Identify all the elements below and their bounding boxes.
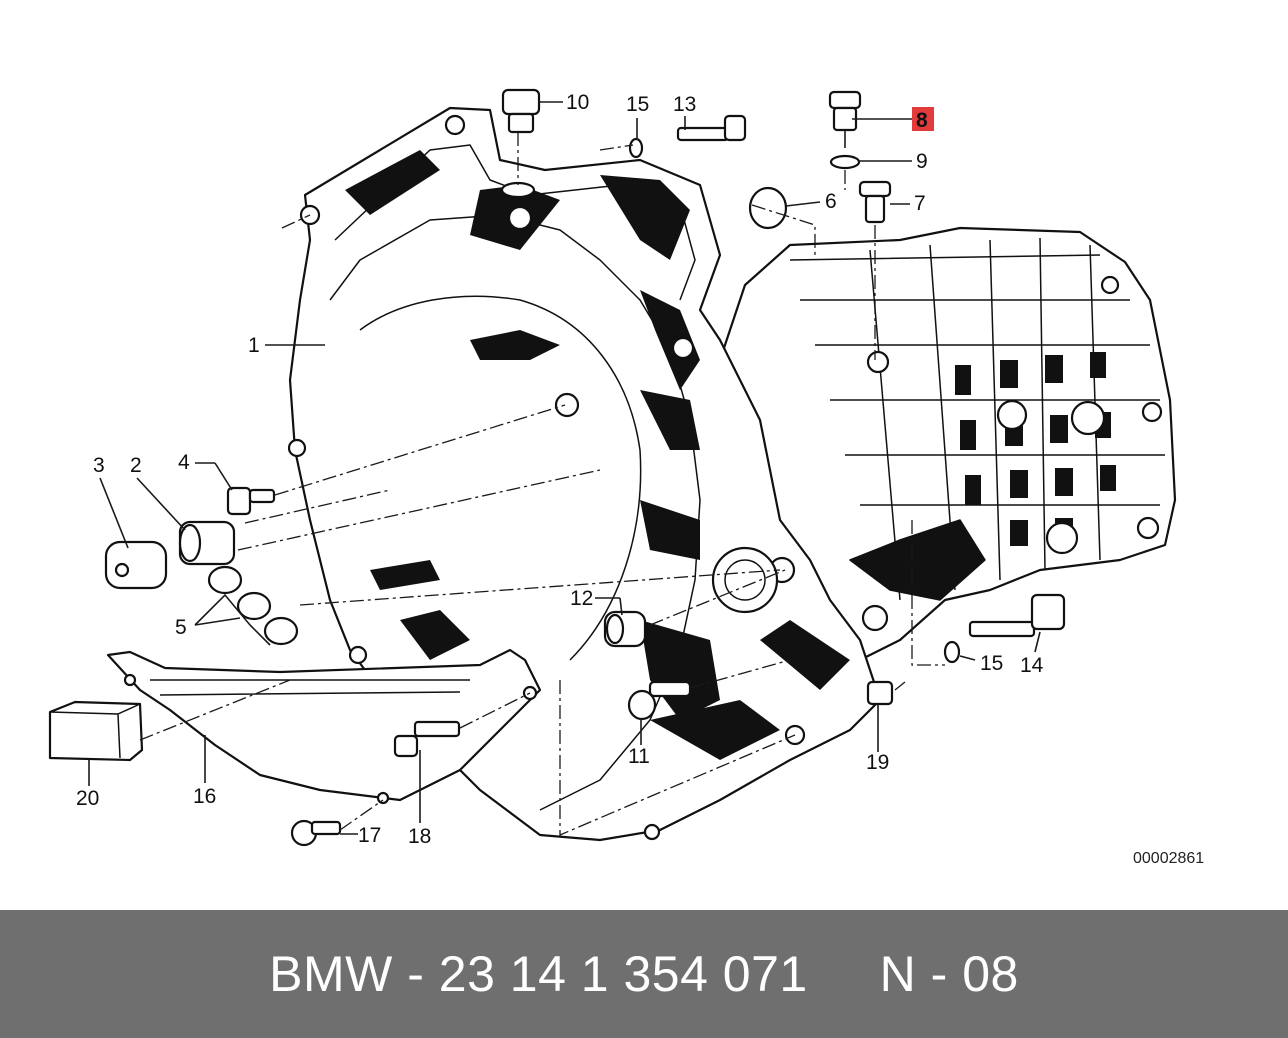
part-5-dowels (207, 565, 299, 646)
callout-4: 4 (178, 451, 190, 474)
callout-1: 1 (248, 334, 260, 357)
reference-number: 00002861 (1133, 850, 1204, 867)
part-number-text: BMW - 23 14 1 354 071 N - 08 (269, 946, 1019, 1002)
callout-20: 20 (76, 787, 99, 810)
callout-8: 8 (916, 109, 928, 132)
callout-14: 14 (1020, 654, 1044, 677)
callout-16: 16 (193, 785, 216, 808)
callout-5: 5 (175, 616, 187, 639)
part-14-bolt (943, 593, 1066, 664)
callout-8-highlight (912, 107, 934, 131)
transmission-exploded-diagram: 1 2 3 4 5 6 7 8 9 10 11 12 13 14 15 15 1… (48, 88, 1204, 867)
callout-12: 12 (570, 587, 593, 610)
part-6-plug (748, 186, 788, 230)
gearbox-rear-casing (718, 226, 1177, 662)
part-4-bolt (226, 486, 276, 516)
part-18-bolt (393, 720, 461, 758)
callout-11: 11 (628, 745, 650, 768)
part-number-footer: BMW - 23 14 1 354 071 N - 08 (0, 910, 1288, 1038)
parts (48, 88, 1066, 847)
part-10-plug (500, 88, 541, 199)
callout-2: 2 (130, 454, 142, 477)
diagram-area: 1 2 3 4 5 6 7 8 9 10 11 12 13 14 15 15 1… (48, 88, 1205, 867)
callout-17: 17 (358, 824, 381, 847)
callout-15-bottom: 15 (980, 652, 1003, 675)
part-11-bolt (627, 680, 692, 721)
callout-3: 3 (93, 454, 105, 477)
callout-19: 19 (866, 751, 889, 774)
part-13-bolt (628, 114, 747, 159)
part-8-switch (828, 90, 862, 170)
part-2-bushing (178, 520, 236, 566)
leader-lines (88, 101, 1041, 835)
part-19-nut (866, 680, 894, 706)
part-20-foam-block (48, 700, 144, 762)
assembly-lines (139, 132, 945, 836)
part-3-sleeve (104, 540, 168, 590)
callout-9: 9 (916, 150, 928, 173)
callout-labels: 1 2 3 4 5 6 7 8 9 10 11 12 13 14 15 15 1… (76, 91, 1204, 867)
callout-7: 7 (914, 192, 926, 215)
callout-6: 6 (825, 190, 837, 213)
part-12-sleeve (603, 610, 647, 648)
part-17-bolt (290, 819, 342, 847)
callout-18: 18 (408, 825, 431, 848)
callout-15-top: 15 (626, 93, 649, 116)
part-7-pin (858, 180, 892, 224)
callout-10: 10 (566, 91, 589, 114)
callout-13: 13 (673, 93, 696, 116)
